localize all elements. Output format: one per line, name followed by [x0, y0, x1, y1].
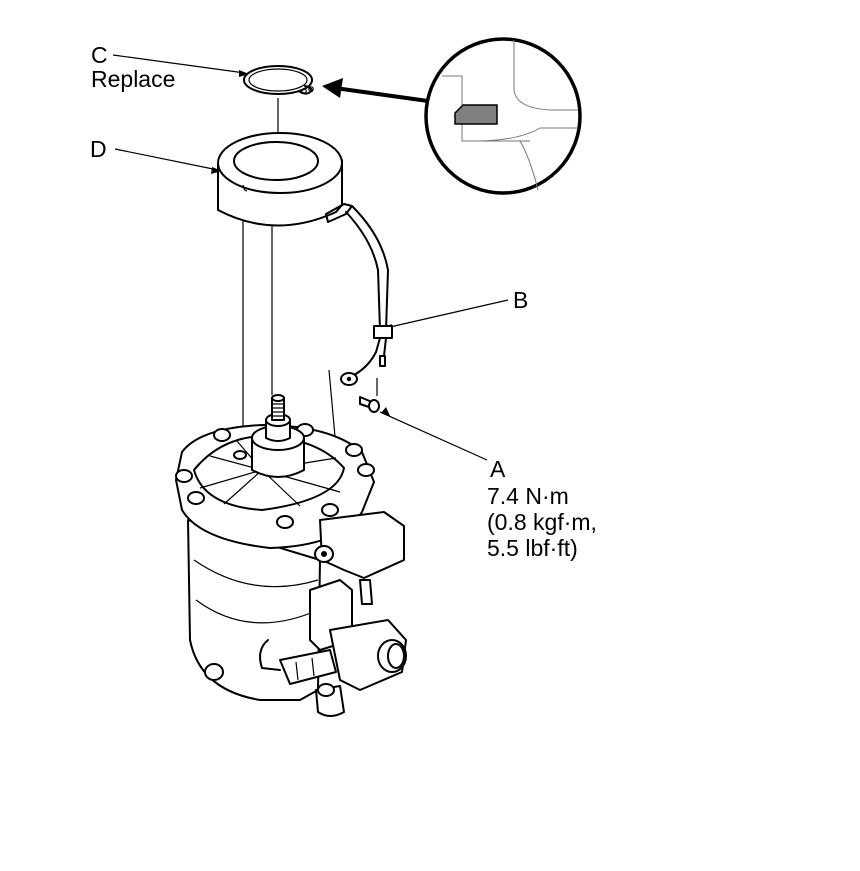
- label-c: C: [91, 42, 108, 68]
- snap-ring-icon: [243, 65, 314, 95]
- bolt-icon: [359, 378, 380, 413]
- torque-kgf: (0.8 kgf·m,: [487, 509, 597, 535]
- snap-ring-section: [454, 104, 498, 125]
- leader-d: [114, 148, 219, 171]
- torque-nm: 7.4 N·m: [487, 483, 569, 509]
- label-c-note: Replace: [91, 66, 176, 92]
- leader-a: [379, 411, 488, 461]
- field-coil-icon: [217, 132, 393, 386]
- torque-lbf: 5.5 lbf·ft): [487, 535, 578, 561]
- detail-magnifier-icon: [424, 37, 582, 195]
- detail-arrow: [322, 78, 429, 103]
- leader-d-arrowhead: [211, 167, 222, 174]
- leader-b: [389, 299, 509, 328]
- leader-a-arrowhead: [381, 407, 390, 416]
- label-b: B: [513, 287, 529, 313]
- leader-c-arrowhead: [239, 70, 249, 77]
- label-d: D: [90, 136, 107, 162]
- flange-bolts: [175, 423, 375, 529]
- leader-c: [112, 54, 246, 74]
- label-a: A: [490, 456, 506, 482]
- compressor-icon: [175, 394, 407, 717]
